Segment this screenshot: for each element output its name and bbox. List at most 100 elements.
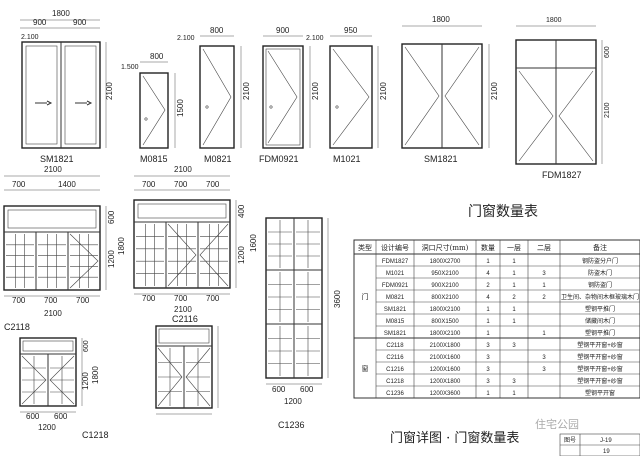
table-cell: 塑钢平开窗+纱窗 xyxy=(577,341,623,349)
dim-h: 1600 xyxy=(249,234,258,252)
dim-htop: 2.100 xyxy=(177,35,195,42)
table-cell: 3 xyxy=(486,355,490,361)
table-cell: 塑钢平开窗+纱窗 xyxy=(577,377,623,385)
table-cell: 3 xyxy=(486,379,490,385)
dim-w: 800 xyxy=(210,26,224,35)
table-cell: 储藏间木门 xyxy=(585,317,615,325)
table-cell: 1200X3600 xyxy=(430,391,461,397)
table-cell: 3 xyxy=(542,271,546,277)
table-cell: 800X1500 xyxy=(431,319,459,325)
code-label: FDM0921 xyxy=(259,154,299,164)
table-cell: 1800X2100 xyxy=(430,331,461,337)
dim-top: 2100 xyxy=(174,165,192,174)
table-group-label: 门 xyxy=(362,292,369,301)
window-c2116: 2100 700 700 700 400 1200 1600 700 700 7… xyxy=(133,165,258,324)
table-cell: FDM1827 xyxy=(382,259,409,265)
table-cell: M1021 xyxy=(386,271,405,277)
door-fdm1827: 1800 600 2100 FDM1827 xyxy=(515,17,611,180)
dim-h: 2100 xyxy=(242,82,251,100)
sheet-number: J-19 xyxy=(600,438,612,444)
table-cell: 塑钢平推门 xyxy=(585,329,615,337)
table-cell: 4 xyxy=(486,295,490,301)
table-cell: 950X2100 xyxy=(431,271,459,277)
code-label: SM1821 xyxy=(424,154,458,164)
code-label: M0815 xyxy=(140,154,168,164)
dim-w2: 900 xyxy=(73,18,87,27)
code-label: SM1821 xyxy=(40,154,74,164)
dim-h2: 1200 xyxy=(237,246,246,264)
dim-h: 1500 xyxy=(176,99,185,117)
dim-h2: 2100 xyxy=(604,102,611,118)
table-cell: 1800X2100 xyxy=(430,307,461,313)
table-cell: C2116 xyxy=(386,355,404,361)
window-c1216: 600 1200 1800 600 600 1200 C1218 xyxy=(19,337,109,440)
table-cell: 塑钢平开窗+纱窗 xyxy=(577,365,623,373)
table-cell: 1 xyxy=(512,307,516,313)
dim-bot: 1200 xyxy=(284,397,302,406)
dim-w: 1800 xyxy=(432,15,450,24)
dim-b: 700 xyxy=(174,180,188,189)
table-cell: 2 xyxy=(542,295,546,301)
code-label: C2118 xyxy=(4,322,30,332)
dim-b: 600 xyxy=(300,385,314,394)
table-cell: 2 xyxy=(512,295,516,301)
table-cell: 卫生间、杂物间木框玻璃木门 xyxy=(561,293,639,301)
dim-f: 700 xyxy=(206,294,220,303)
table-cell: C1216 xyxy=(386,367,404,373)
dim-h: 2100 xyxy=(105,82,114,100)
table-cell: FDM0921 xyxy=(382,283,409,289)
door-fdm0921: 900 2100 FDM0921 xyxy=(259,26,320,164)
table-cell: SM1821 xyxy=(384,331,407,337)
table-cell: 3 xyxy=(512,379,516,385)
door-m1021: 950 2.100 2100 M1021 xyxy=(306,26,388,164)
table-cell: 钢防盗分户门 xyxy=(582,257,618,265)
watermark-text: 住宅公园 xyxy=(535,417,579,431)
dim-c: 700 xyxy=(12,296,26,305)
dim-h: 1800 xyxy=(117,237,126,255)
table-cell: 1 xyxy=(486,331,490,337)
table-cell: C1218 xyxy=(386,379,404,385)
dim-a: 600 xyxy=(26,412,40,421)
table-cell: 4 xyxy=(486,271,490,277)
table-cell: 1 xyxy=(486,319,490,325)
table-cell: 3 xyxy=(542,367,546,373)
dim-h: 1800 xyxy=(91,366,100,384)
table-cell: 3 xyxy=(512,343,516,349)
dim-h1: 600 xyxy=(83,340,90,352)
table-cell: 1 xyxy=(512,271,516,277)
dim-w: 900 xyxy=(276,26,290,35)
dim-h1: 600 xyxy=(604,46,611,58)
table-cell: 1 xyxy=(512,259,516,265)
dim-a: 600 xyxy=(272,385,286,394)
table-header-cell: 备注 xyxy=(593,243,607,252)
dim-h: 2100 xyxy=(490,82,499,100)
sheet-caption: 门窗详图 · 门窗数量表 xyxy=(390,430,519,446)
table-cell: 1800X2700 xyxy=(430,259,461,265)
dim-top: 2100 xyxy=(44,165,62,174)
table-header-cell: 类型 xyxy=(358,243,372,252)
dim-w: 950 xyxy=(344,26,358,35)
table-cell: 1 xyxy=(486,391,490,397)
table-cell: M0815 xyxy=(386,319,405,325)
table-cell: C2118 xyxy=(386,343,404,349)
code-label: C1218 xyxy=(82,430,109,440)
table-cell: 塑钢平推门 xyxy=(585,305,615,313)
dim-bot: 2100 xyxy=(174,305,192,314)
table-cell: 2100X1800 xyxy=(430,343,461,349)
table-cell: 塑钢平开窗 xyxy=(585,389,615,397)
dim-a: 700 xyxy=(142,180,156,189)
dim-e: 700 xyxy=(174,294,188,303)
table-cell: 塑钢平开窗+纱窗 xyxy=(577,353,623,361)
window-c2118: 2100 700 1400 600 1200 1800 700 700 700 … xyxy=(3,165,126,332)
table-cell: 800X2100 xyxy=(431,295,459,301)
table-cell: 900X2100 xyxy=(431,283,459,289)
code-label: C2116 xyxy=(172,314,198,324)
dim-bot: 1200 xyxy=(38,423,56,432)
table-cell: 3 xyxy=(486,367,490,373)
door-sm1821-a: 1800 900 900 2.100 2100 SM1821 xyxy=(20,9,114,164)
table-group-label: 窗 xyxy=(362,364,369,373)
table-header-cell: 一层 xyxy=(507,244,521,252)
table-cell: 1 xyxy=(542,283,546,289)
